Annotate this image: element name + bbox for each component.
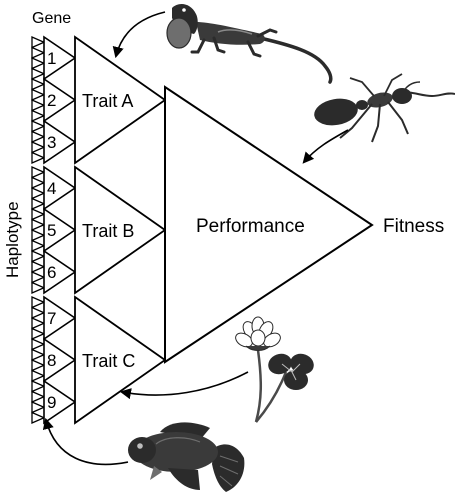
haplotype-triangle <box>31 348 46 361</box>
haplotype-triangle <box>31 187 46 200</box>
trait-triangles <box>74 35 167 425</box>
haplotype-triangle <box>31 197 46 210</box>
trait-label: Trait C <box>82 351 135 371</box>
haplotype-triangle <box>31 109 46 122</box>
haplotype-triangle <box>31 317 46 330</box>
haplotype-triangle <box>31 88 46 101</box>
performance-triangle <box>164 85 374 364</box>
haplotype-triangle <box>31 36 46 49</box>
fish-icon <box>128 422 245 492</box>
gene-triangle <box>43 249 77 295</box>
gene-triangle <box>43 35 77 81</box>
fish-arrow <box>42 417 129 466</box>
trait-label: Trait A <box>82 91 133 111</box>
gene-heading: Gene <box>32 10 71 27</box>
gene-label: 6 <box>47 263 56 282</box>
gene-triangle <box>43 379 77 425</box>
haplotype-triangle <box>31 78 46 91</box>
haplotype-triangle <box>31 57 46 70</box>
haplotype-triangle <box>31 260 46 273</box>
haplotype-triangle <box>31 390 46 403</box>
haplotype-triangle <box>31 208 46 221</box>
haplotype-triangles <box>31 36 46 424</box>
trait-triangle <box>74 35 167 165</box>
gene-triangle <box>43 119 77 165</box>
gene-triangle <box>43 295 77 341</box>
gene-triangles <box>43 35 77 425</box>
haplotype-triangle <box>31 218 46 231</box>
haplotype-triangle <box>31 67 46 80</box>
gene-triangle <box>43 337 77 383</box>
lizard-arrow <box>112 11 166 59</box>
haplotype-triangle <box>31 46 46 59</box>
gene-triangle <box>43 77 77 123</box>
haplotype-triangle <box>31 176 46 189</box>
trait-triangle <box>74 165 167 295</box>
ant-arrow <box>302 129 349 164</box>
haplotype-triangle <box>31 380 46 393</box>
gene-label: 4 <box>47 179 56 198</box>
haplotype-triangle <box>31 141 46 154</box>
clover-icon <box>235 316 314 423</box>
haplotype-triangle <box>31 229 46 242</box>
ant-icon <box>314 73 455 143</box>
gene-label: 5 <box>47 221 56 240</box>
haplotype-triangle <box>31 120 46 133</box>
haplotype-triangle <box>31 296 46 309</box>
haplotype-triangle <box>31 239 46 252</box>
performance-label: Performance <box>196 216 305 237</box>
haplotype-triangle <box>31 99 46 112</box>
gene-triangle <box>43 165 77 211</box>
haplotype-triangle <box>31 166 46 179</box>
gene-label: 8 <box>47 351 56 370</box>
trait-label: Trait B <box>82 221 134 241</box>
haplotype-triangle <box>31 250 46 263</box>
haplotype-triangle <box>31 401 46 414</box>
haplotype-triangle <box>31 281 46 294</box>
haplotype-triangle <box>31 271 46 284</box>
gene-triangle <box>43 207 77 253</box>
haplotype-triangle <box>31 306 46 319</box>
haplotype-axis-label: Haplotype <box>3 201 22 278</box>
clover-arrow <box>119 371 249 400</box>
gene-label: 7 <box>47 309 56 328</box>
haplotype-triangle <box>31 130 46 143</box>
haplotype-triangle <box>31 359 46 372</box>
fitness-label: Fitness <box>383 216 444 237</box>
haplotype-triangle <box>31 151 46 164</box>
gene-label: 2 <box>47 91 56 110</box>
lizard-icon <box>166 4 333 84</box>
haplotype-triangle <box>31 411 46 424</box>
haplotype-triangle <box>31 369 46 382</box>
haplotype-triangle <box>31 327 46 340</box>
haplotype-triangle <box>31 338 46 351</box>
gene-label: 1 <box>47 49 56 68</box>
gene-label: 3 <box>47 133 56 152</box>
gene-label: 9 <box>47 393 56 412</box>
